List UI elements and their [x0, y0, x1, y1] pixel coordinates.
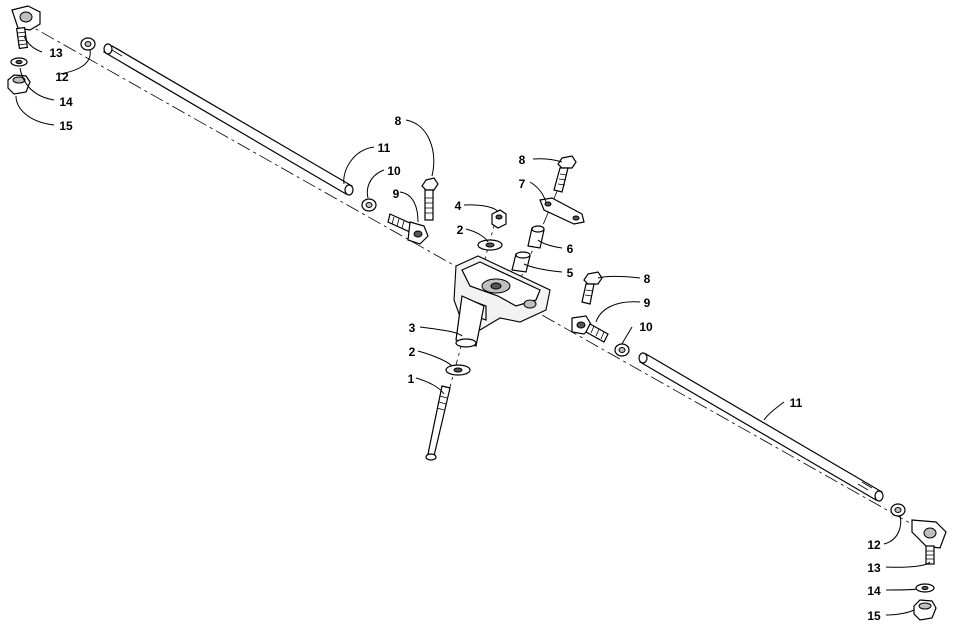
spacer-6	[527, 225, 545, 249]
jam-nut-10-left	[361, 198, 377, 212]
callout-11-right: 11	[790, 396, 803, 410]
washer-14-right	[915, 583, 935, 593]
leader-lines	[15, 35, 931, 616]
tie-rod-11-left	[102, 43, 354, 196]
callout-2-top: 2	[457, 223, 464, 237]
callout-5: 5	[567, 266, 574, 280]
nut-15-right	[913, 599, 937, 621]
callout-14-bottom: 14	[867, 584, 881, 598]
callout-12-bottom: 12	[867, 538, 881, 552]
callout-15-bottom: 15	[867, 609, 881, 623]
callout-2-bottom: 2	[409, 345, 416, 359]
callout-13-top: 13	[49, 46, 63, 60]
bolt-1	[425, 385, 451, 461]
callout-3: 3	[409, 321, 416, 335]
callout-9-left: 9	[393, 187, 400, 201]
bolt-8-mid	[553, 155, 577, 193]
bolt-8-right	[581, 271, 603, 305]
plate-7	[539, 197, 585, 225]
jam-nut-10-right	[614, 343, 630, 357]
tie-rod-end-right	[911, 519, 947, 565]
callout-9-right: 9	[644, 296, 651, 310]
callout-8-mid: 8	[519, 153, 526, 167]
tie-rod-end-left	[11, 5, 41, 50]
callout-6: 6	[567, 242, 574, 256]
callout-10-right: 10	[639, 320, 653, 334]
washer-14-left	[10, 57, 28, 67]
callout-13-bottom: 13	[867, 561, 881, 575]
steering-post-3	[455, 295, 485, 348]
callout-10-left: 10	[387, 164, 401, 178]
callout-1: 1	[408, 372, 415, 386]
jam-nut-12-left	[80, 37, 96, 51]
nut-4	[491, 209, 507, 229]
callout-7: 7	[519, 177, 526, 191]
callout-8-right: 8	[644, 272, 651, 286]
nut-15-left	[7, 74, 31, 95]
callout-8-left: 8	[395, 114, 402, 128]
tie-rod-end-9-right	[571, 315, 609, 343]
tie-rod-end-9-left	[387, 213, 429, 245]
washer-2-top	[477, 239, 503, 251]
callout-11-left: 11	[378, 141, 391, 155]
jam-nut-12-right	[890, 503, 906, 517]
bolt-8-left	[421, 177, 439, 221]
washer-2-bottom	[445, 364, 471, 376]
callout-15-top: 15	[59, 119, 73, 133]
callout-labels: 13 12 14 15 11 10 9 8 8 7 4 2 6 5 8 9 10…	[49, 46, 881, 623]
callout-12-top: 12	[55, 70, 69, 84]
tie-rod-11-right	[638, 352, 884, 502]
callout-14-top: 14	[59, 95, 73, 109]
bushing-5	[511, 251, 531, 273]
callout-4: 4	[455, 199, 462, 213]
